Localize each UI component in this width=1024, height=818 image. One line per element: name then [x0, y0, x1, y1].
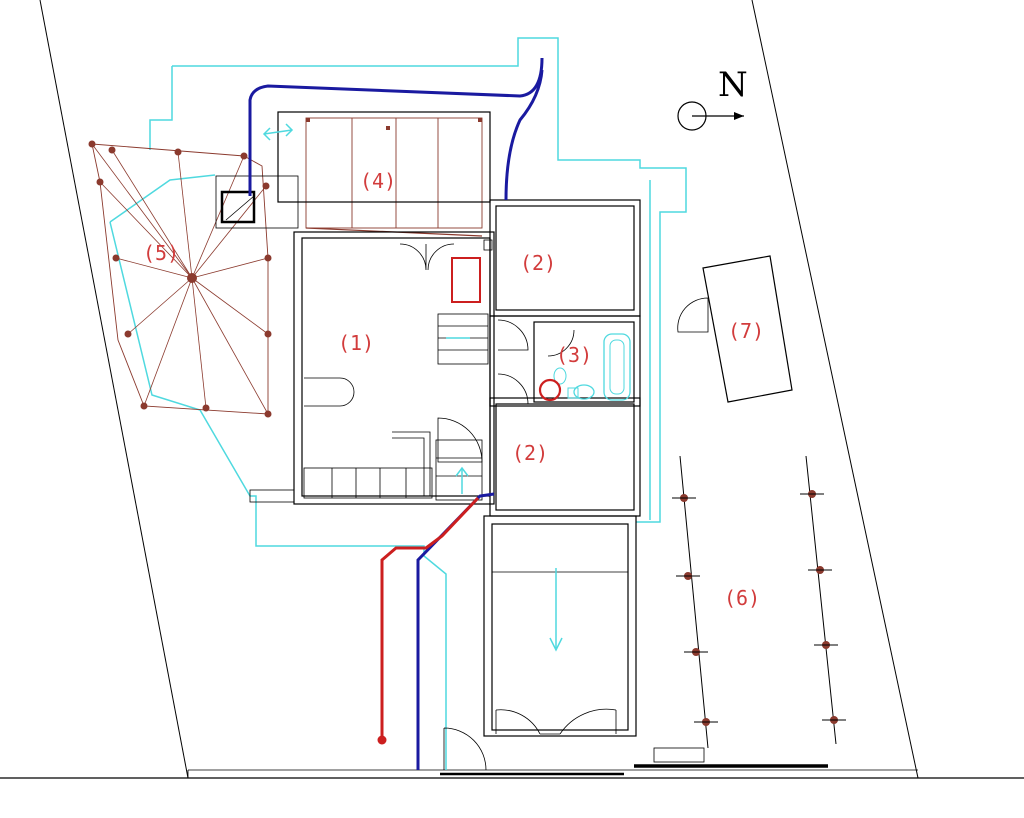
house-walls — [215, 111, 641, 737]
gazebo-spoke — [99, 181, 193, 279]
room-labels: (1) (2) (2) (3) (4) (5) (6) (7) — [143, 169, 764, 610]
interior-fixtures — [303, 243, 709, 771]
room-label-2-upper: (2) — [520, 251, 556, 275]
gazebo-spoke — [191, 257, 269, 279]
gazebo-spoke — [177, 151, 193, 279]
direction-arrows — [262, 123, 563, 652]
gazebo-spoke — [191, 155, 245, 279]
gazebo-post — [264, 330, 272, 338]
site-outline — [109, 37, 687, 770]
street-edge — [440, 764, 828, 776]
gazebo-post — [264, 410, 272, 418]
gazebo-post — [240, 152, 248, 160]
gazebo-post — [108, 146, 116, 154]
gazebo-spoke — [191, 277, 269, 335]
gazebo-post — [202, 404, 210, 412]
room-label-4: (4) — [360, 169, 396, 193]
gazebo-spoke — [191, 277, 269, 415]
room-label-6: (6) — [724, 586, 760, 610]
gazebo-post — [96, 178, 104, 186]
shed-structure — [702, 255, 793, 403]
gazebo-post — [264, 254, 272, 262]
room-label-7: (7) — [728, 319, 764, 343]
compass-label: N — [718, 65, 748, 105]
room-label-2-lower: (2) — [512, 441, 548, 465]
orchard-rows — [672, 455, 846, 749]
gazebo-spoke — [191, 277, 207, 409]
gazebo-post — [112, 254, 120, 262]
north-compass: N — [677, 65, 748, 131]
gazebo-spoke — [127, 277, 193, 335]
gazebo-structure — [88, 140, 272, 418]
gazebo-post — [124, 330, 132, 338]
gazebo-post — [140, 402, 148, 410]
gas-pipe — [377, 496, 480, 745]
gazebo-spoke — [111, 149, 193, 279]
gazebo-post — [174, 148, 182, 156]
room-label-5: (5) — [143, 241, 179, 265]
room-label-1: (1) — [338, 331, 374, 355]
gazebo-post — [88, 140, 96, 148]
property-boundary — [0, 0, 1024, 779]
gazebo-spoke — [91, 143, 193, 279]
gazebo-spoke — [143, 277, 193, 407]
room-label-3: (3) — [556, 343, 592, 367]
gazebo-spoke — [115, 257, 193, 279]
gazebo-post — [262, 182, 270, 190]
